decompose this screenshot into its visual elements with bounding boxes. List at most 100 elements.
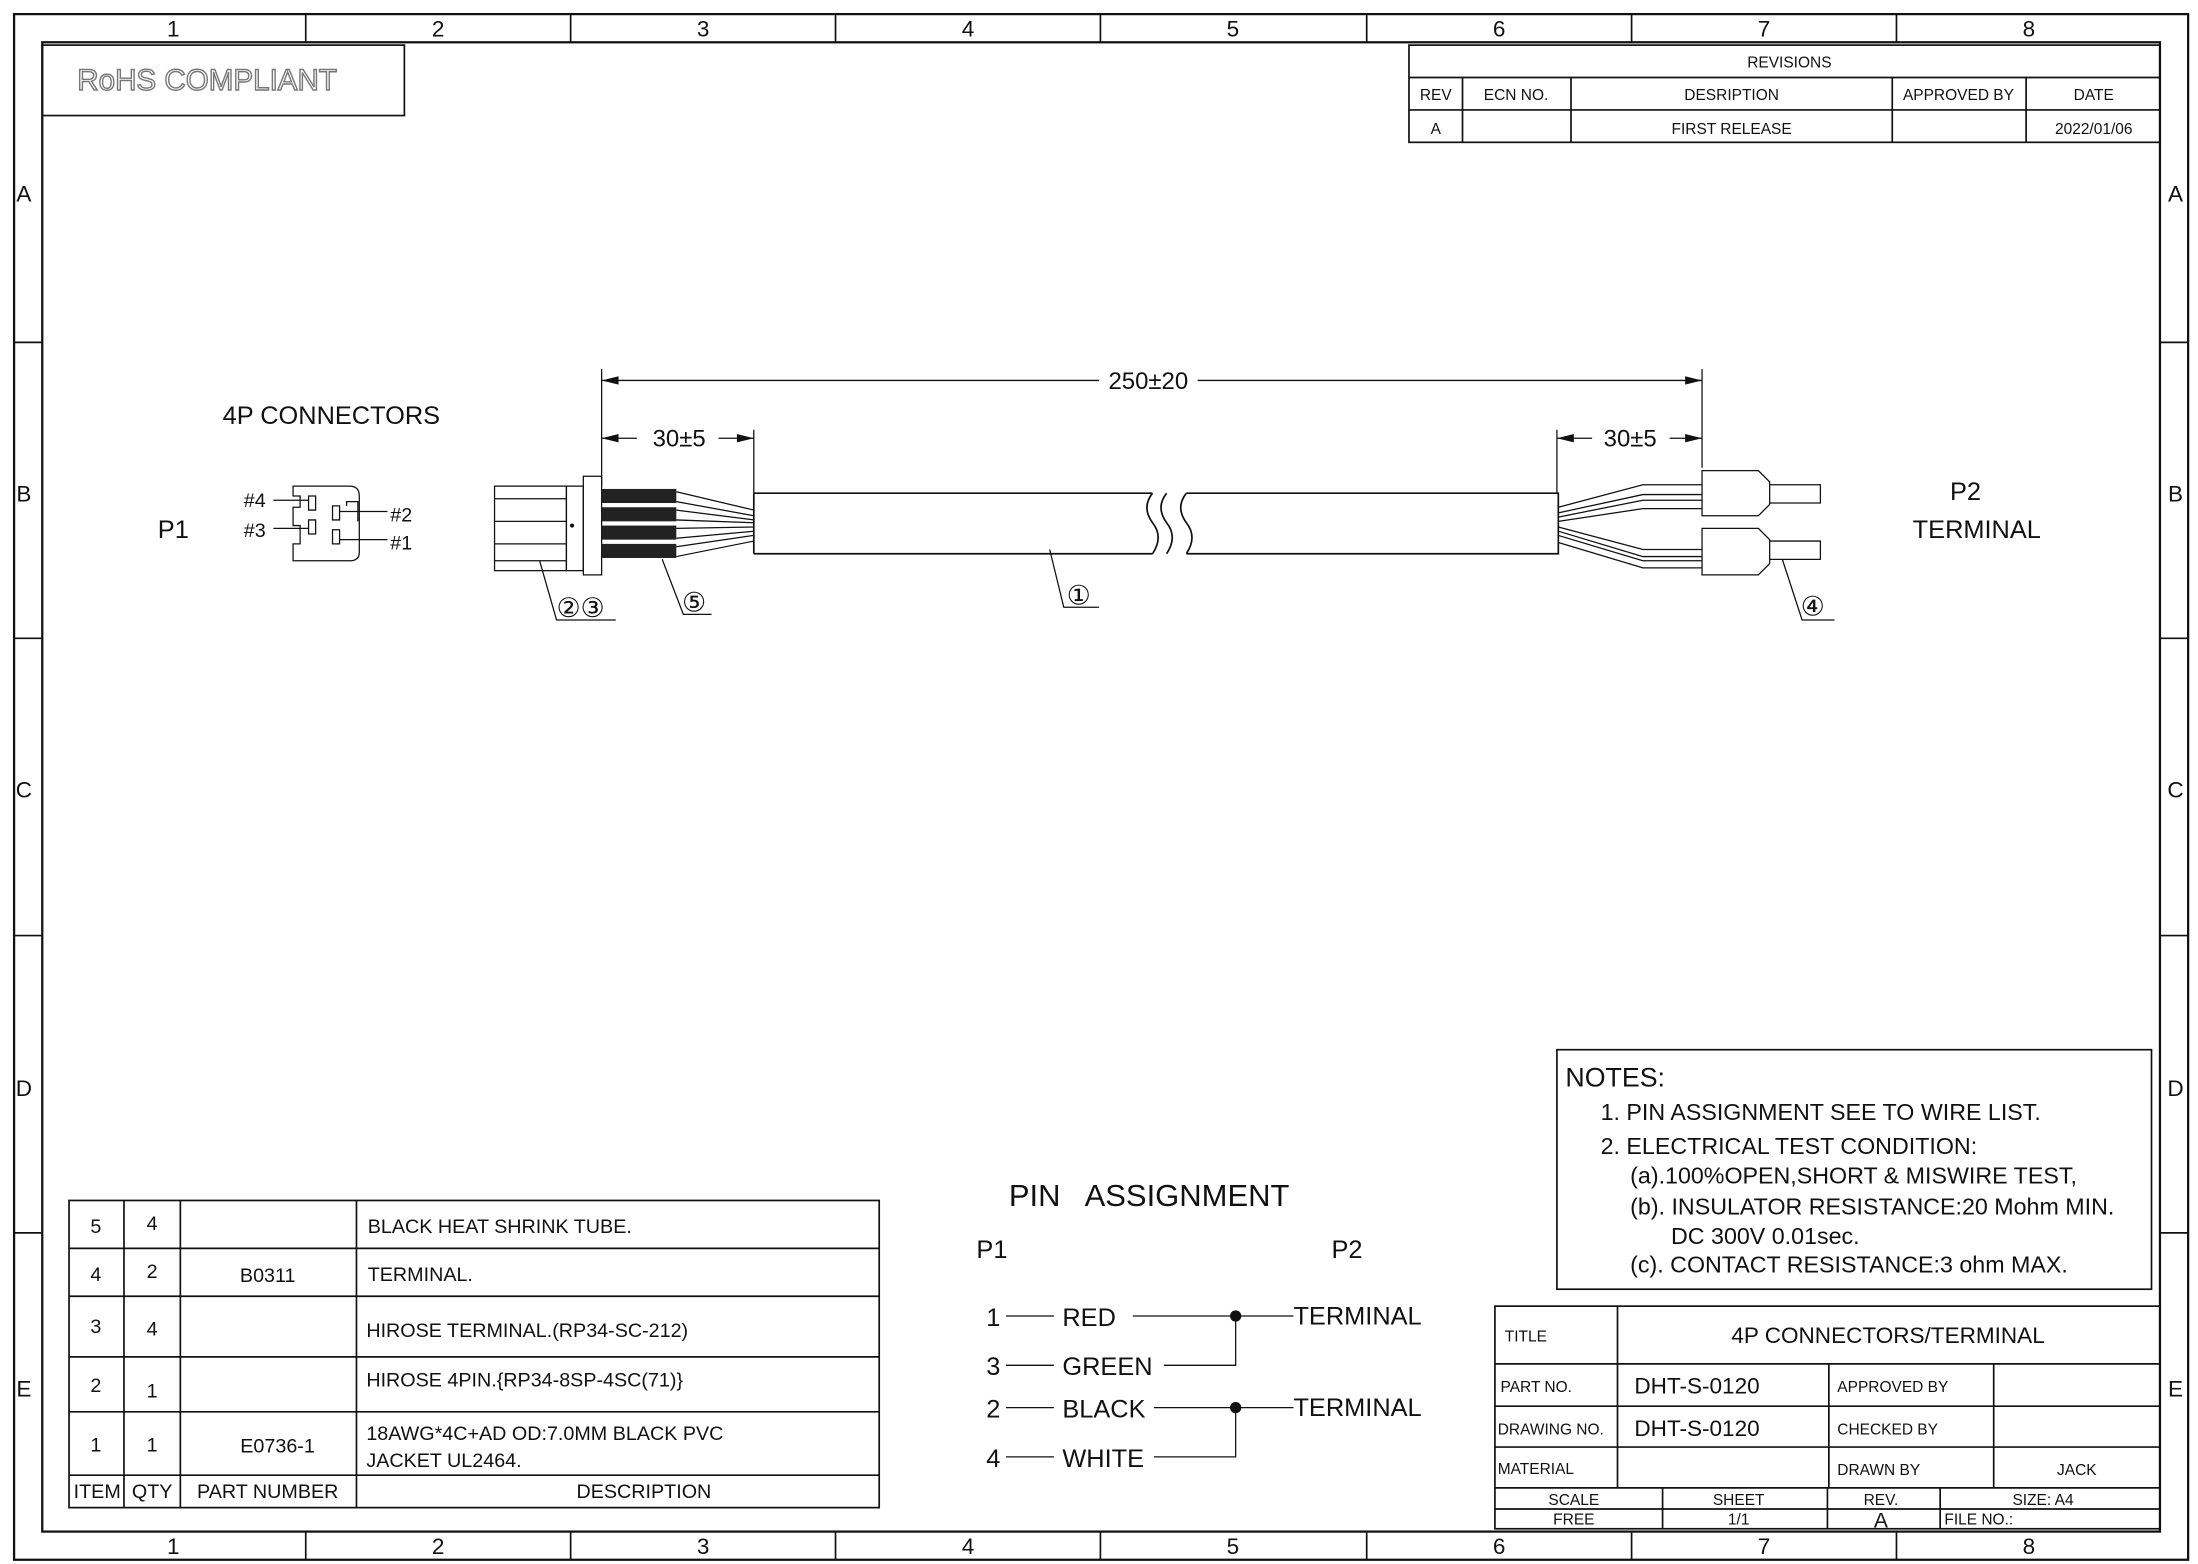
svg-text:#3: #3 xyxy=(244,520,266,542)
svg-text:PART NUMBER: PART NUMBER xyxy=(197,1481,338,1503)
svg-text:②③: ②③ xyxy=(557,593,605,623)
terminals xyxy=(1701,469,1822,576)
svg-text:8: 8 xyxy=(2023,1534,2036,1559)
svg-text:RED: RED xyxy=(1062,1304,1116,1332)
svg-text:HIROSE TERMINAL.(RP34-SC-212): HIROSE TERMINAL.(RP34-SC-212) xyxy=(366,1320,688,1342)
svg-text:FILE NO.:: FILE NO.: xyxy=(1944,1512,2013,1529)
svg-text:DHT-S-0120: DHT-S-0120 xyxy=(1634,1416,1759,1441)
svg-text:C: C xyxy=(16,777,32,802)
svg-text:TERMINAL: TERMINAL xyxy=(1913,516,2041,544)
svg-text:4: 4 xyxy=(962,1534,975,1559)
svg-text:7: 7 xyxy=(1758,17,1771,42)
svg-text:D: D xyxy=(16,1076,32,1101)
svg-text:7: 7 xyxy=(1758,1534,1771,1559)
svg-text:5: 5 xyxy=(1227,17,1240,42)
svg-text:REV.: REV. xyxy=(1864,1492,1899,1509)
svg-text:#4: #4 xyxy=(244,490,266,512)
svg-text:A: A xyxy=(16,182,31,207)
svg-text:P2: P2 xyxy=(1331,1236,1362,1264)
cable-assembly: P2 TERMINAL xyxy=(493,469,2041,576)
p1-connector-face: 4P CONNECTORS P1 #4 #3 #2 #1 xyxy=(158,402,440,562)
svg-text:A: A xyxy=(1431,121,1442,138)
svg-text:APPROVED BY: APPROVED BY xyxy=(1903,87,2014,104)
svg-text:APPROVED BY: APPROVED BY xyxy=(1837,1379,1948,1396)
svg-text:TERMINAL.: TERMINAL. xyxy=(368,1264,473,1286)
svg-text:1: 1 xyxy=(986,1304,1000,1332)
svg-text:2: 2 xyxy=(147,1261,158,1283)
svg-text:④: ④ xyxy=(1801,592,1825,622)
cable-jacket xyxy=(752,492,1560,555)
svg-text:DESCRIPTION: DESCRIPTION xyxy=(577,1481,712,1503)
svg-text:4: 4 xyxy=(147,1213,158,1235)
svg-text:1: 1 xyxy=(147,1381,158,1403)
svg-text:BLACK HEAT SHRINK TUBE.: BLACK HEAT SHRINK TUBE. xyxy=(368,1216,632,1238)
svg-text:WHITE: WHITE xyxy=(1062,1445,1144,1473)
svg-text:B0311: B0311 xyxy=(240,1265,296,1287)
svg-text:TITLE: TITLE xyxy=(1505,1328,1547,1345)
svg-text:3: 3 xyxy=(986,1353,1000,1381)
revisions-table: REVISIONS REV ECN NO. DESRIPTION APPROVE… xyxy=(1408,44,2161,144)
notes-box: NOTES: 1. PIN ASSIGNMENT SEE TO WIRE LIS… xyxy=(1556,1048,2153,1291)
svg-text:⑤: ⑤ xyxy=(682,588,706,618)
svg-text:1: 1 xyxy=(90,1434,101,1456)
frame-border xyxy=(12,12,2190,1561)
svg-text:RoHS COMPLIANT: RoHS COMPLIANT xyxy=(77,64,337,97)
svg-text:1/1: 1/1 xyxy=(1728,1512,1750,1529)
svg-text:1: 1 xyxy=(147,1434,158,1456)
svg-text:2. ELECTRICAL TEST CONDITION:: 2. ELECTRICAL TEST CONDITION: xyxy=(1601,1133,1978,1159)
svg-text:#1: #1 xyxy=(390,533,412,555)
svg-text:4: 4 xyxy=(147,1319,158,1341)
svg-text:2: 2 xyxy=(432,1534,445,1559)
svg-text:TERMINAL: TERMINAL xyxy=(1293,1302,1421,1330)
item-balloons: ②③ ⑤ ① ④ xyxy=(539,549,1835,623)
svg-text:3: 3 xyxy=(697,1534,710,1559)
svg-text:DHT-S-0120: DHT-S-0120 xyxy=(1634,1373,1759,1398)
svg-text:3: 3 xyxy=(90,1316,101,1338)
svg-text:250±20: 250±20 xyxy=(1108,368,1188,395)
svg-text:E: E xyxy=(16,1376,31,1401)
svg-text:(b). INSULATOR RESISTANCE:20 M: (b). INSULATOR RESISTANCE:20 Mohm MIN. xyxy=(1630,1194,2114,1220)
svg-text:5: 5 xyxy=(1227,1534,1240,1559)
svg-text:E0736-1: E0736-1 xyxy=(240,1436,315,1458)
svg-text:4: 4 xyxy=(986,1445,1000,1473)
svg-text:QTY: QTY xyxy=(132,1481,173,1503)
svg-text:REVISIONS: REVISIONS xyxy=(1747,55,1831,72)
svg-text:P1: P1 xyxy=(976,1236,1007,1264)
hirose-connector xyxy=(493,475,603,576)
svg-text:MATERIAL: MATERIAL xyxy=(1498,1461,1575,1478)
svg-text:4: 4 xyxy=(962,17,975,42)
svg-text:1: 1 xyxy=(167,1534,180,1559)
svg-text:30±5: 30±5 xyxy=(653,426,706,453)
svg-text:C: C xyxy=(2167,777,2183,802)
svg-text:3: 3 xyxy=(697,17,710,42)
svg-text:JACK: JACK xyxy=(2057,1462,2097,1479)
rohs-stamp: RoHS COMPLIANT xyxy=(41,44,406,117)
svg-text:6: 6 xyxy=(1493,1534,1506,1559)
heat-shrink-tubes xyxy=(601,488,677,558)
svg-text:FIRST RELEASE: FIRST RELEASE xyxy=(1672,121,1792,138)
svg-text:(a).100%OPEN,SHORT & MISWIRE T: (a).100%OPEN,SHORT & MISWIRE TEST, xyxy=(1630,1163,2077,1189)
dimensions: 250±20 30±5 30±5 xyxy=(600,368,1703,494)
svg-text:①: ① xyxy=(1067,580,1091,610)
svg-text:#2: #2 xyxy=(390,504,412,526)
wires-p2 xyxy=(1558,484,1703,569)
title-block: TITLE 4P CONNECTORS/TERMINAL PART NO. DH… xyxy=(1494,1305,2161,1532)
svg-text:D: D xyxy=(2167,1076,2183,1101)
svg-text:ITEM: ITEM xyxy=(74,1481,121,1503)
svg-text:P2: P2 xyxy=(1950,478,1981,506)
svg-text:30±5: 30±5 xyxy=(1604,426,1657,453)
svg-text:TERMINAL: TERMINAL xyxy=(1293,1394,1421,1422)
svg-text:2: 2 xyxy=(986,1395,1000,1423)
svg-text:DC 300V 0.01sec.: DC 300V 0.01sec. xyxy=(1671,1223,1860,1249)
svg-text:DESRIPTION: DESRIPTION xyxy=(1684,87,1779,104)
svg-text:FREE: FREE xyxy=(1553,1512,1594,1529)
svg-text:B: B xyxy=(16,482,31,507)
wires-p1 xyxy=(676,491,754,558)
svg-text:A: A xyxy=(1874,1509,1889,1532)
svg-text:2: 2 xyxy=(432,17,445,42)
svg-text:1: 1 xyxy=(167,17,180,42)
svg-text:CHECKED BY: CHECKED BY xyxy=(1837,1421,1938,1438)
svg-text:6: 6 xyxy=(1493,17,1506,42)
